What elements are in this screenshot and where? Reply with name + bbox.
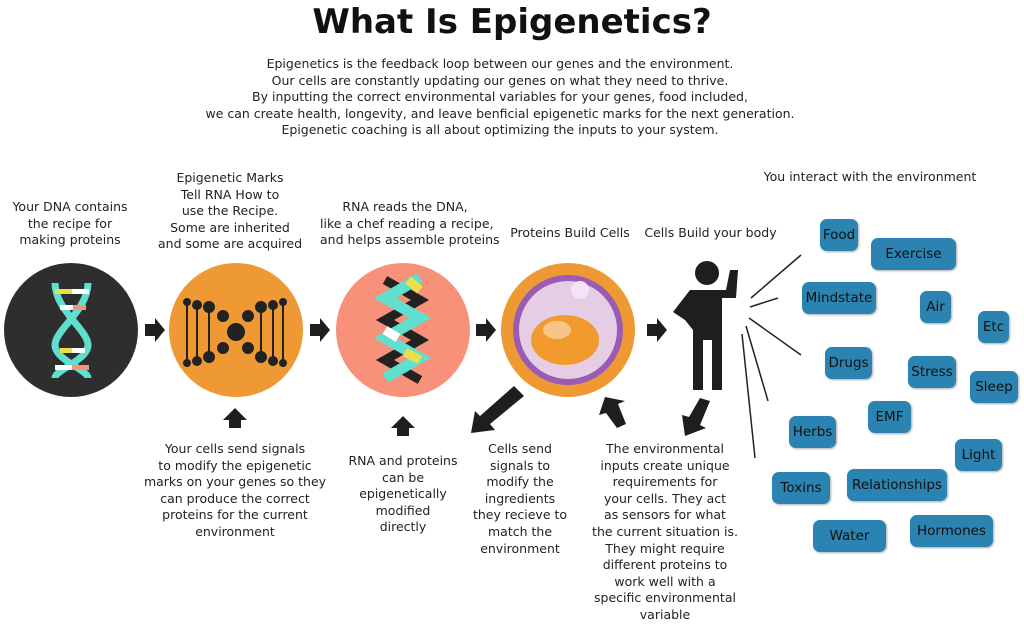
arrow-right-icon bbox=[647, 318, 667, 342]
intro-line: we can create health, longevity, and lea… bbox=[205, 105, 795, 121]
factor-tag-light: Light bbox=[955, 439, 1002, 471]
person-icon bbox=[673, 261, 738, 390]
factor-tag-mindstate: Mindstate bbox=[802, 282, 876, 314]
intro-line: Our cells are constantly updating our ge… bbox=[271, 72, 729, 88]
step-label-body: Cells Build your body bbox=[644, 225, 777, 240]
factor-tag-stress: Stress bbox=[908, 356, 956, 388]
environment-lines bbox=[741, 254, 802, 459]
intro-line: By inputting the correct environmental v… bbox=[252, 89, 748, 105]
intro-line: Epigenetic coaching is all about optimiz… bbox=[281, 122, 719, 138]
step-label-rna: RNA reads the DNA,like a chef reading a … bbox=[320, 199, 500, 248]
factor-tag-etc: Etc bbox=[978, 311, 1009, 343]
environment-heading: You interact with the environment bbox=[763, 169, 977, 184]
factor-tag-herbs: Herbs bbox=[789, 416, 836, 448]
dna-circle bbox=[4, 263, 138, 397]
arrow-up-icon bbox=[391, 416, 415, 436]
arrow-right-icon bbox=[310, 318, 330, 342]
factor-tag-air: Air bbox=[920, 291, 951, 323]
factor-tag-hormones: Hormones bbox=[910, 515, 993, 547]
factor-tag-exercise: Exercise bbox=[871, 238, 956, 270]
flow-arrows bbox=[145, 318, 710, 436]
arrow-right-icon bbox=[145, 318, 165, 342]
factor-tag-water: Water bbox=[813, 520, 886, 552]
dna-icon bbox=[51, 282, 92, 380]
arrow-down-left-icon bbox=[471, 386, 524, 433]
intro-line: Epigenetics is the feedback loop between… bbox=[266, 56, 734, 71]
arrow-up-left-icon bbox=[599, 397, 626, 428]
arrow-up-icon bbox=[223, 408, 247, 428]
arrow-down-icon bbox=[682, 398, 710, 436]
arrow-right-icon bbox=[476, 318, 496, 342]
factor-tag-food: Food bbox=[820, 219, 858, 251]
rna-helix-icon bbox=[373, 273, 432, 384]
factor-tag-emf: EMF bbox=[868, 401, 911, 433]
factor-tag-toxins: Toxins bbox=[772, 472, 830, 504]
factor-tag-sleep: Sleep bbox=[970, 371, 1018, 403]
page-title: What Is Epigenetics? bbox=[312, 2, 712, 42]
factor-tag-drugs: Drugs bbox=[825, 347, 872, 379]
factor-tag-relationships: Relationships bbox=[847, 469, 947, 501]
step-label-proteins: Proteins Build Cells bbox=[510, 225, 630, 240]
cell-icon bbox=[513, 275, 623, 385]
epigenetic-marks-icon bbox=[183, 298, 287, 367]
intro-text: Epigenetics is the feedback loop between… bbox=[150, 56, 850, 139]
